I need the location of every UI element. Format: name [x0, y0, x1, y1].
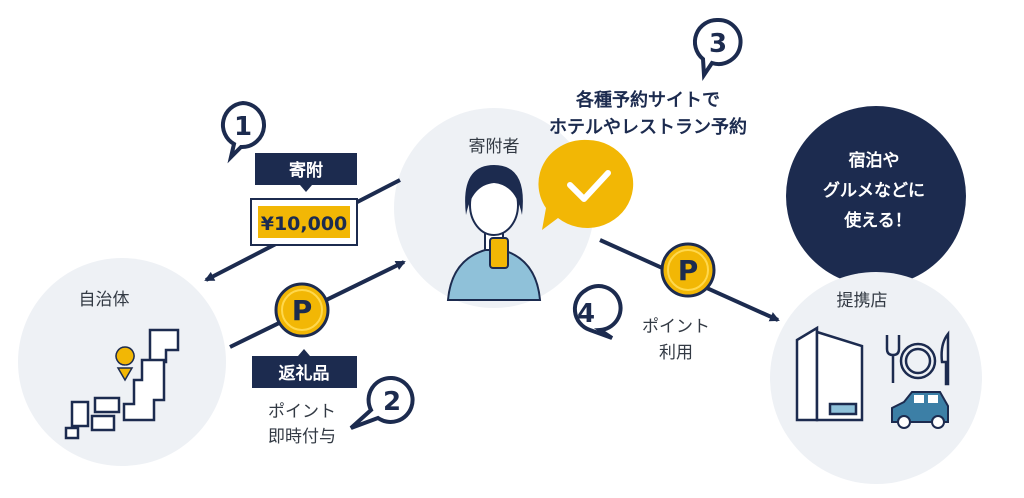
callout-circle [786, 106, 966, 286]
check-bubble-icon [538, 139, 634, 230]
step1-label-box [255, 153, 357, 185]
step2-number: 2 [383, 387, 401, 417]
callout-line1: 宿泊や [849, 150, 900, 171]
step1-number: 1 [234, 112, 252, 142]
restaurant-icon [885, 330, 950, 386]
step1-label: 寄附 [289, 160, 323, 181]
reward-coin-letter: P [292, 294, 313, 327]
step3-line2: ホテルやレストラン予約 [549, 116, 747, 138]
callout-text: 宿泊や グルメなどに 使える！ [823, 150, 925, 231]
partner-label: 提携店 [837, 291, 888, 311]
car-icon [891, 391, 949, 429]
reward-coin-icon: P [274, 282, 330, 338]
step2-badge: 2 [349, 375, 415, 430]
callout-line2: グルメなどに [823, 180, 925, 201]
partner-circle [770, 272, 982, 484]
step1-badge: 1 [220, 100, 266, 164]
step4-line2: 利用 [659, 343, 693, 363]
step3-number: 3 [709, 29, 727, 59]
step2-label: 返礼品 [279, 363, 330, 384]
callout-line3: 使える！ [843, 210, 912, 231]
step2-line2: 即時付与 [268, 427, 336, 447]
municipality-label: 自治体 [79, 290, 130, 310]
step4-line1: ポイント [642, 317, 710, 337]
hotel-building-icon [795, 325, 864, 422]
step2-line1: ポイント [268, 402, 336, 422]
use-coin-icon: P [660, 242, 716, 298]
step4-badge: 4 [572, 284, 623, 340]
step4-number: 4 [577, 299, 595, 329]
japan-map-icon [64, 328, 180, 440]
donation-amount: ¥10,000 [261, 213, 348, 235]
donor-label: 寄附者 [469, 137, 520, 157]
step3-badge: 3 [692, 17, 743, 82]
step3-line1: 各種予約サイトで [575, 89, 720, 111]
step2-label-box [252, 356, 357, 388]
use-coin-letter: P [678, 254, 699, 287]
donor-person-icon [446, 165, 542, 301]
